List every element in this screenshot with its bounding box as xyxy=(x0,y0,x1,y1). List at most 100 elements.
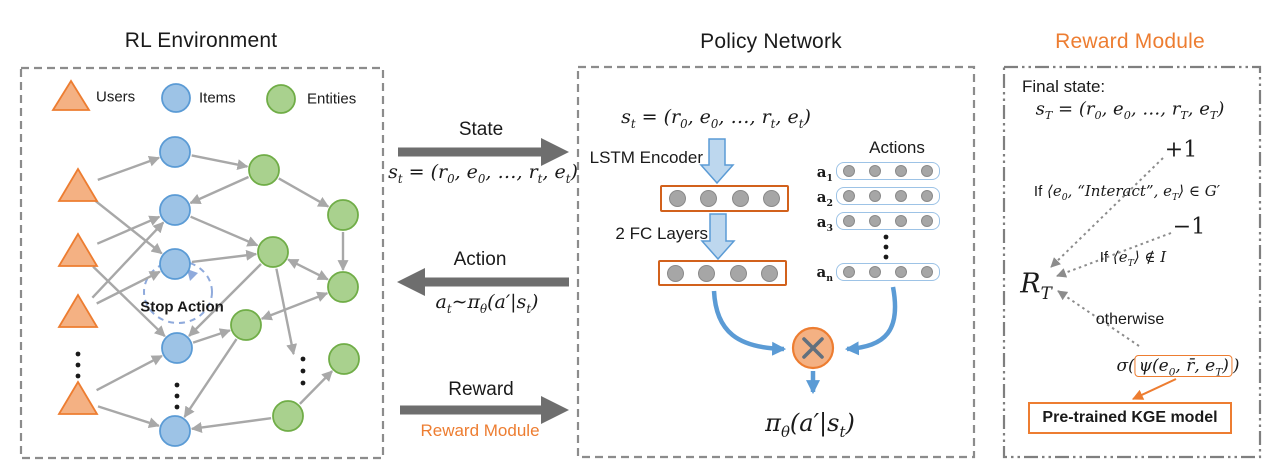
item-node-stop-action xyxy=(159,248,191,280)
reward-flow-label: Reward xyxy=(448,379,514,400)
state-vector-arrow xyxy=(711,290,787,356)
reward-otherwise-arrow xyxy=(1057,290,1140,347)
kge-model-label: Pre-trained KGE model xyxy=(1042,409,1218,426)
action-flow-label: Action xyxy=(453,249,507,270)
graph-edge xyxy=(287,258,329,281)
action-vector-row xyxy=(836,187,940,205)
reward-minus-one: −1 xyxy=(1172,214,1206,240)
final-state-label: Final state: xyxy=(1022,77,1106,96)
stop-action-label: Stop Action xyxy=(140,298,224,316)
user-triangle-icon xyxy=(51,79,91,111)
graph-edge xyxy=(91,221,165,299)
action-arrow xyxy=(397,268,569,296)
state-flow-formula: st = (r0, e0, …, rt, et) xyxy=(388,161,578,186)
neuron-dot xyxy=(921,190,933,202)
graph-edge xyxy=(97,155,161,182)
neuron-dot xyxy=(843,215,855,227)
sigma-psi-formula: σ( ψ(e0, r̄, eT) ) xyxy=(1116,355,1240,378)
graph-edge xyxy=(92,265,166,338)
kge-model-arrow xyxy=(1132,378,1177,400)
condition-interact: If ⟨e0, “Interact”, eT⟩ ∈ G′ xyxy=(1033,182,1221,203)
rl-environment-title: RL Environment xyxy=(124,29,278,52)
state-embedding-box xyxy=(660,185,789,212)
item-circle-icon xyxy=(161,83,191,113)
graph-edge xyxy=(97,405,160,429)
neuron-dot xyxy=(921,266,933,278)
neuron-dot xyxy=(731,190,749,207)
reward-module-panel-border xyxy=(1002,65,1262,459)
neuron-dot xyxy=(869,190,881,202)
neuron-dot xyxy=(667,264,684,282)
legend-items-label: Items xyxy=(199,89,236,107)
action-vector-row xyxy=(836,162,940,180)
action-row-label: an xyxy=(816,263,834,284)
neuron-dot xyxy=(895,190,907,202)
legend-entities-label: Entities xyxy=(307,90,357,108)
neuron-dot xyxy=(760,264,778,282)
reward-flow-target-label: Reward Module xyxy=(420,421,540,440)
neuron-dot xyxy=(729,264,747,282)
item-node xyxy=(159,415,191,447)
entity-node xyxy=(230,309,262,341)
neuron-dot xyxy=(869,165,881,177)
graph-edge xyxy=(96,354,163,392)
kge-model-box: Pre-trained KGE model xyxy=(1028,402,1232,434)
graph-edge xyxy=(93,199,163,255)
reward-plus-arrow xyxy=(1050,157,1164,268)
neuron-dot xyxy=(843,266,855,278)
stop-action-loop-arrowhead xyxy=(187,269,198,281)
user-node xyxy=(57,167,99,202)
action-vector-row xyxy=(836,263,940,281)
neuron-dot xyxy=(895,165,907,177)
graph-edge xyxy=(190,417,272,433)
otherwise-label: otherwise xyxy=(1095,311,1165,328)
final-reward-symbol: RT xyxy=(1020,268,1052,303)
reward-plus-one: +1 xyxy=(1164,137,1198,163)
policy-network-panel-border xyxy=(576,65,976,459)
actions-label: Actions xyxy=(869,138,925,157)
neuron-dot xyxy=(921,165,933,177)
neuron-dot xyxy=(869,266,881,278)
graph-edge xyxy=(191,154,249,171)
item-node xyxy=(161,332,193,364)
reward-arrow xyxy=(400,396,569,424)
graph-edge xyxy=(188,263,262,337)
neuron-dot xyxy=(669,190,686,207)
neuron-dot xyxy=(843,190,855,202)
graph-edge xyxy=(96,270,161,305)
entity-circle-icon xyxy=(266,84,296,114)
neuron-dot xyxy=(921,215,933,227)
action-vector-arrow xyxy=(844,286,898,356)
user-node xyxy=(57,380,99,415)
user-node xyxy=(57,232,99,267)
action-row-label: a2 xyxy=(816,188,833,209)
fc-layers-arrow xyxy=(700,213,736,261)
neuron-dot xyxy=(895,215,907,227)
entity-node xyxy=(327,199,359,231)
graph-edge xyxy=(183,338,238,418)
psi-score-box: ψ(e0, r̄, eT) xyxy=(1134,355,1233,378)
policy-state-formula: st = (r0, e0, …, rt, et) xyxy=(621,106,811,131)
policy-network-title: Policy Network xyxy=(700,30,842,53)
final-state-formula: sT = (r0, e0, …, rT, eT) xyxy=(1035,98,1225,123)
legend-users-label: Users xyxy=(96,88,136,106)
entity-node xyxy=(272,400,304,432)
item-node xyxy=(159,194,191,226)
multiply-icon xyxy=(791,326,835,370)
entity-node xyxy=(248,154,280,186)
state-arrow xyxy=(398,138,569,166)
encoder-input-arrow xyxy=(699,138,735,185)
stop-action-loop xyxy=(143,260,213,324)
reward-module-title: Reward Module xyxy=(1055,30,1205,53)
neuron-dot xyxy=(895,266,907,278)
neuron-dot xyxy=(869,215,881,227)
graph-edge xyxy=(260,291,329,321)
ellipsis-dots xyxy=(75,234,889,410)
graph-edge xyxy=(190,215,259,247)
action-row-label: a3 xyxy=(816,213,833,234)
neuron-dot xyxy=(843,165,855,177)
entity-node xyxy=(257,236,289,268)
graph-edge xyxy=(278,177,330,208)
graph-edge xyxy=(192,328,231,344)
